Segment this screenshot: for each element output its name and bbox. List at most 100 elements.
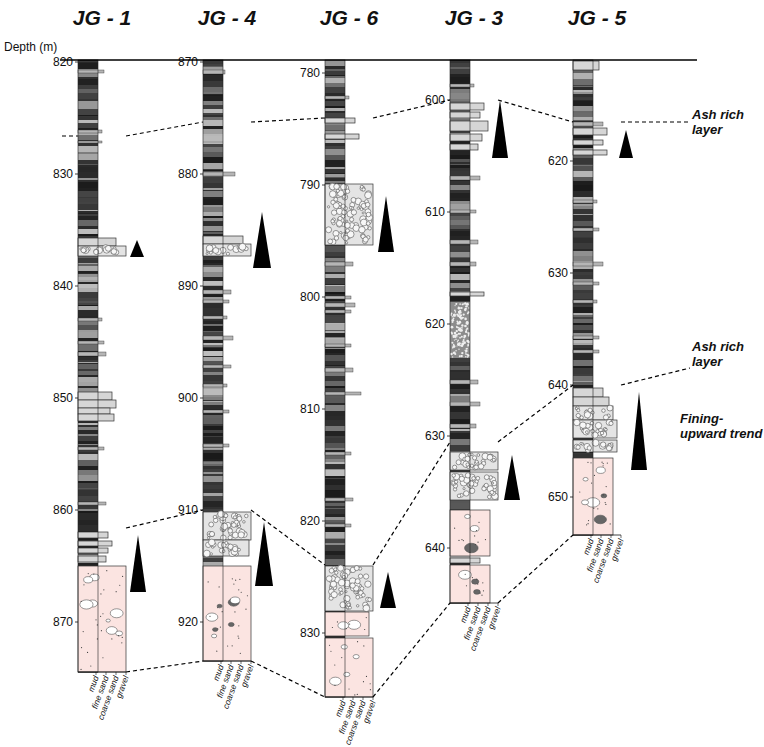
mud-band xyxy=(450,181,470,186)
depth-label: 830 xyxy=(53,167,73,181)
thin-bed xyxy=(450,210,476,213)
mottle-dot xyxy=(459,333,461,335)
pebble xyxy=(111,249,117,255)
pebble xyxy=(580,442,582,444)
pebble xyxy=(213,515,216,518)
mottle-dot xyxy=(458,342,461,345)
mud-band xyxy=(325,559,345,566)
mud-band xyxy=(325,485,345,491)
depth-tick xyxy=(200,510,203,511)
pebble xyxy=(226,252,229,255)
grain-dot xyxy=(364,629,365,630)
pebble xyxy=(207,537,209,539)
grain-dot xyxy=(349,624,350,625)
pebble xyxy=(472,476,476,480)
depth-label: 630 xyxy=(425,429,445,443)
mud-band xyxy=(325,420,345,427)
pebble xyxy=(472,456,476,460)
pebble xyxy=(484,475,489,480)
mottle-dot xyxy=(457,339,459,341)
mud-band xyxy=(573,272,593,276)
mud-band xyxy=(78,85,98,90)
pebble xyxy=(340,591,343,594)
depth-tick xyxy=(75,622,78,623)
pebble xyxy=(463,488,465,490)
pebble xyxy=(349,206,352,209)
mud-band xyxy=(78,154,98,161)
pebble xyxy=(464,491,469,496)
mud-band xyxy=(203,402,223,406)
mottle-dot xyxy=(455,303,457,305)
mud-band xyxy=(573,79,593,86)
mud-band xyxy=(325,470,345,477)
sand-bed xyxy=(573,61,599,70)
mud-band xyxy=(450,93,470,100)
thin-bed xyxy=(450,402,480,406)
mud-band xyxy=(78,216,98,221)
correlation-line xyxy=(126,661,203,672)
pebble xyxy=(341,184,347,190)
clast xyxy=(601,494,607,498)
mud-band xyxy=(78,191,98,198)
mud-band xyxy=(325,125,345,131)
mottle-dot xyxy=(453,313,456,316)
mud-band xyxy=(203,87,223,93)
mud-band xyxy=(203,226,223,232)
mud-band xyxy=(78,513,98,519)
thin-bed xyxy=(573,262,603,266)
pebble xyxy=(596,430,599,433)
mud-band xyxy=(203,469,223,473)
pebble xyxy=(606,419,612,425)
mud-band xyxy=(203,169,223,171)
mottle-dot xyxy=(459,355,461,357)
mud-band xyxy=(450,396,470,402)
correlation-line xyxy=(373,603,450,697)
grain-dot xyxy=(363,645,364,646)
mud-band xyxy=(78,198,98,203)
mottle-dot xyxy=(466,328,468,330)
depth-tick xyxy=(75,398,78,399)
pebble xyxy=(330,581,336,587)
pebble xyxy=(468,453,471,456)
sand-bed xyxy=(450,103,484,110)
thin-bed xyxy=(450,84,474,87)
grain-dot xyxy=(370,689,371,690)
mud-band xyxy=(203,260,223,264)
grain-dot xyxy=(241,592,242,593)
mud-band xyxy=(450,185,470,191)
mottle-dot xyxy=(468,335,470,337)
clast xyxy=(465,514,471,518)
mud-band xyxy=(573,238,593,244)
mud-band xyxy=(203,375,223,382)
clast xyxy=(206,613,218,621)
depth-label: 870 xyxy=(178,55,198,69)
mud-band xyxy=(203,64,223,67)
mud-band xyxy=(325,274,345,279)
grain-dot xyxy=(476,530,477,531)
mud-band xyxy=(78,167,98,173)
mottle-dot xyxy=(459,316,462,319)
gravel-bed xyxy=(450,472,498,500)
grain-dot xyxy=(354,694,355,695)
mottle-dot xyxy=(463,335,466,338)
pebble xyxy=(584,412,590,418)
mud-band xyxy=(325,376,345,382)
mud-band xyxy=(78,101,98,107)
mud-band xyxy=(78,229,98,235)
mottle-dot xyxy=(461,324,463,326)
grain-dot xyxy=(237,635,238,636)
mud-band xyxy=(78,332,98,339)
mud-band xyxy=(450,503,470,510)
mud-band xyxy=(203,501,223,508)
depth-label: 780 xyxy=(300,66,320,80)
pebble xyxy=(468,453,471,456)
mud-band xyxy=(325,506,345,509)
thin-bed xyxy=(203,410,229,413)
mud-band xyxy=(78,427,98,431)
clast xyxy=(212,628,217,632)
mud-band xyxy=(203,277,223,282)
depth-label: 820 xyxy=(300,514,320,528)
mud-band xyxy=(573,94,593,98)
